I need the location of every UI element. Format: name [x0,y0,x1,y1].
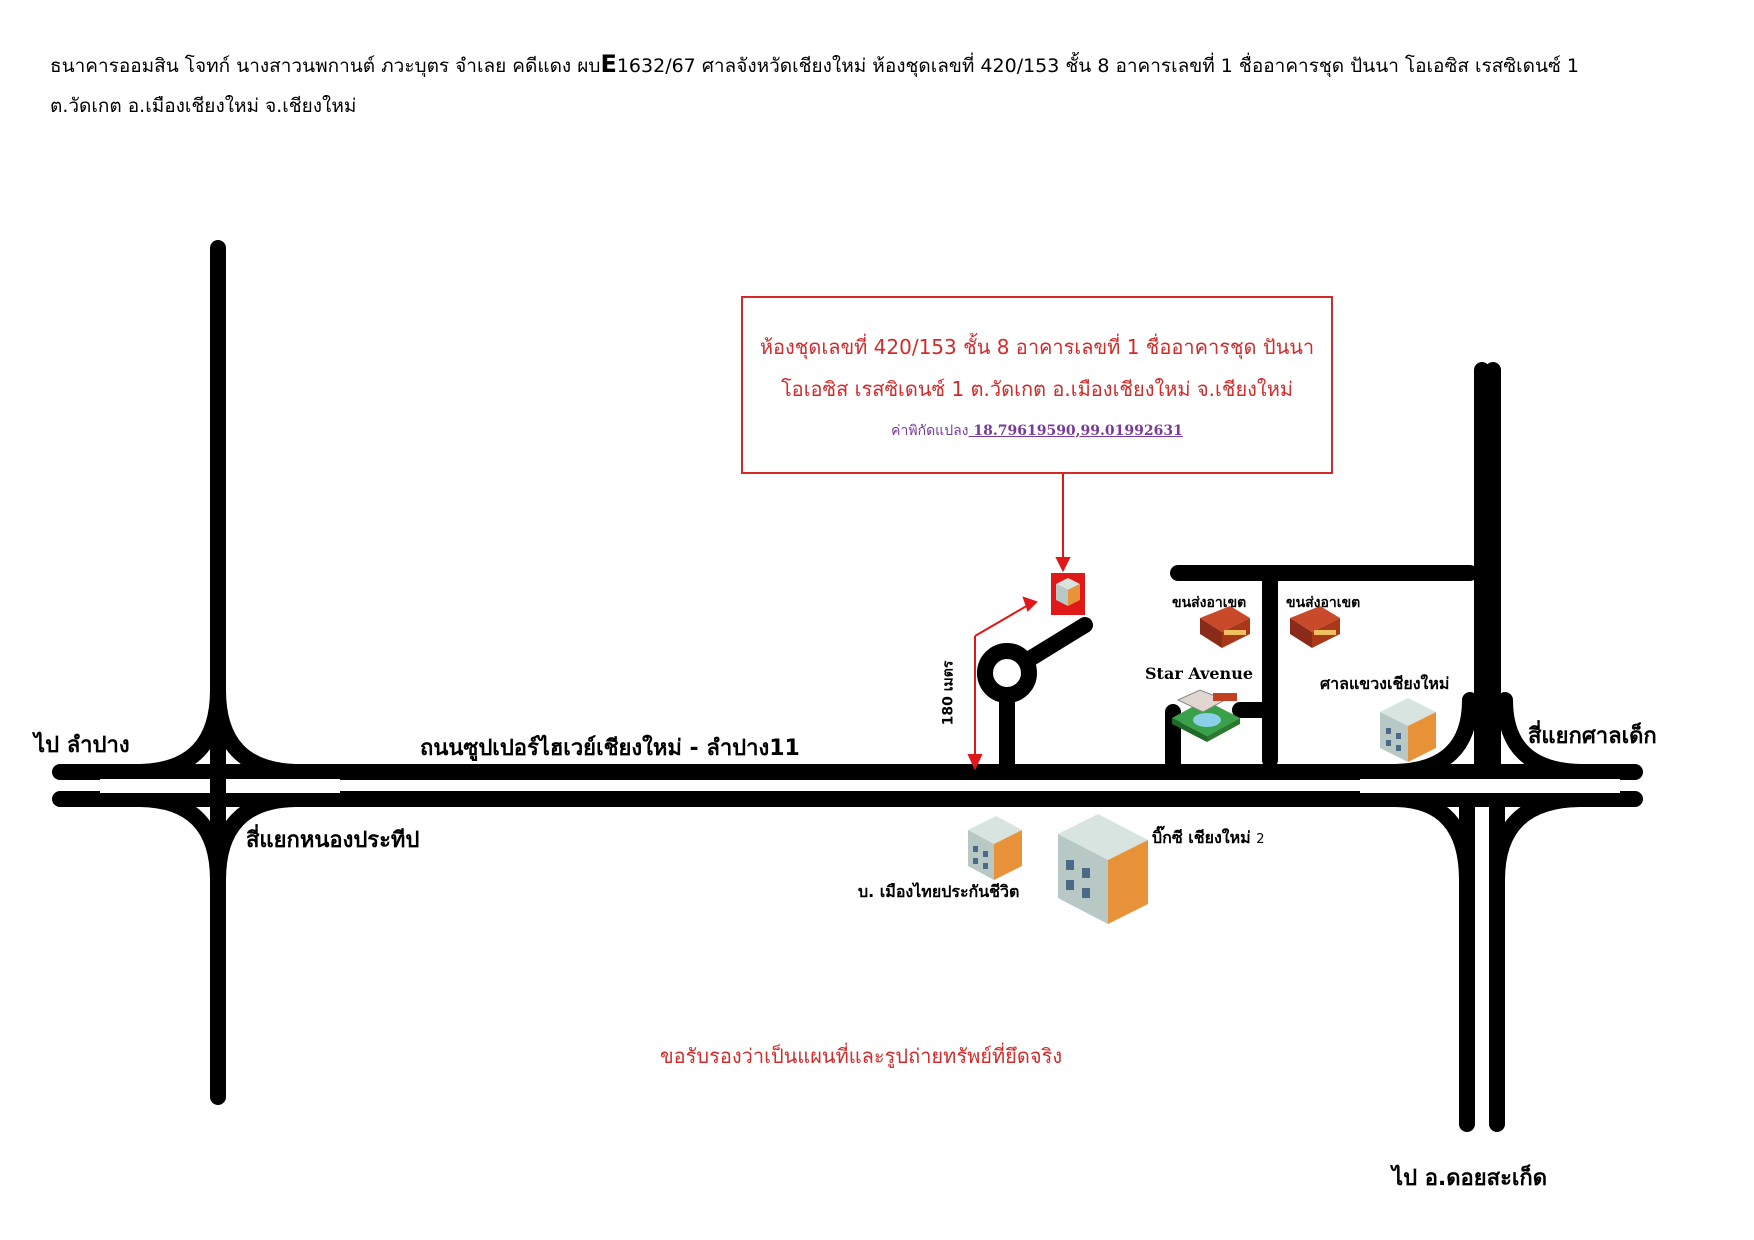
right-curve-ne [1497,692,1588,780]
left-curve-ne [210,682,304,780]
label-transport-1: ขนส่งอาเขต [1172,595,1247,611]
road-network [52,240,1643,1132]
right-curve-sw [1387,791,1475,888]
label-star-avenue: Star Avenue [1145,664,1253,683]
header-line-1: ธนาคารออมสิน โจทก์ นางสาวนพกานต์ ภวะบุตร… [50,50,1580,78]
right-curve-nw [1387,692,1478,780]
label-nongprateep-junction: สี่แยกหนองประทีป [246,828,420,853]
building-icon-muangthai [968,816,1022,880]
building-icon-bigc [1058,814,1148,924]
building-icon-transport-2 [1290,606,1340,648]
condo-pin-icon [1051,573,1085,615]
label-distance: 180 เมตร [940,660,957,726]
info-line-1: ห้องชุดเลขที่ 420/153 ชั้น 8 อาคารเลขที่… [759,335,1315,359]
label-highway: ถนนซูปเปอร์ไฮเวย์เชียงใหม่ - ลำปาง11 [420,736,800,761]
label-transport-2: ขนส่งอาเขต [1286,595,1361,611]
label-to-lampang: ไป ลำปาง [34,733,130,758]
left-curve-se [210,791,304,888]
certification-note: ขอรับรองว่าเป็นแผนที่และรูปถ่ายทรัพย์ที่… [660,1044,1063,1068]
label-to-doisaket: ไป อ.ดอยสะเก็ด [1392,1166,1548,1191]
label-muangthai: บ. เมืองไทยประกันชีวิต [858,882,1020,901]
coordinate-link[interactable]: 18.79619590,99.01992631 [968,423,1183,439]
building-icon-star-avenue [1172,689,1240,742]
right-curve-se [1489,791,1588,888]
arrows [967,474,1071,771]
label-court: ศาลแขวงเชียงใหม่ [1320,674,1450,693]
coordinate-row: ค่าพิกัดแปลง 18.79619590,99.01992631 [891,423,1183,439]
building-icon-transport-1 [1200,606,1250,648]
header-line-2: ต.วัดเกต อ.เมืองเชียงใหม่ จ.เชียงใหม่ [50,95,357,117]
property-info-box: ห้องชุดเลขที่ 420/153 ชั้น 8 อาคารเลขที่… [741,296,1333,474]
left-curve-nw [132,682,226,780]
building-icon-court [1380,698,1436,762]
condo-access-branch [1020,617,1093,668]
lane-gap-right [1360,779,1620,793]
label-bigc: บิ๊กซี เชียงใหม่ 2 [1152,828,1265,847]
page-header: ธนาคารออมสิน โจทก์ นางสาวนพกานต์ ภวะบุตร… [50,44,1740,126]
label-sanlek-junction: สี่แยกศาลเด็ก [1528,724,1657,749]
roundabout [977,643,1037,703]
left-curve-sw [132,791,226,888]
info-line-2: โอเอซิส เรสซิเดนซ์ 1 ต.วัดเกต อ.เมืองเชี… [780,377,1294,401]
